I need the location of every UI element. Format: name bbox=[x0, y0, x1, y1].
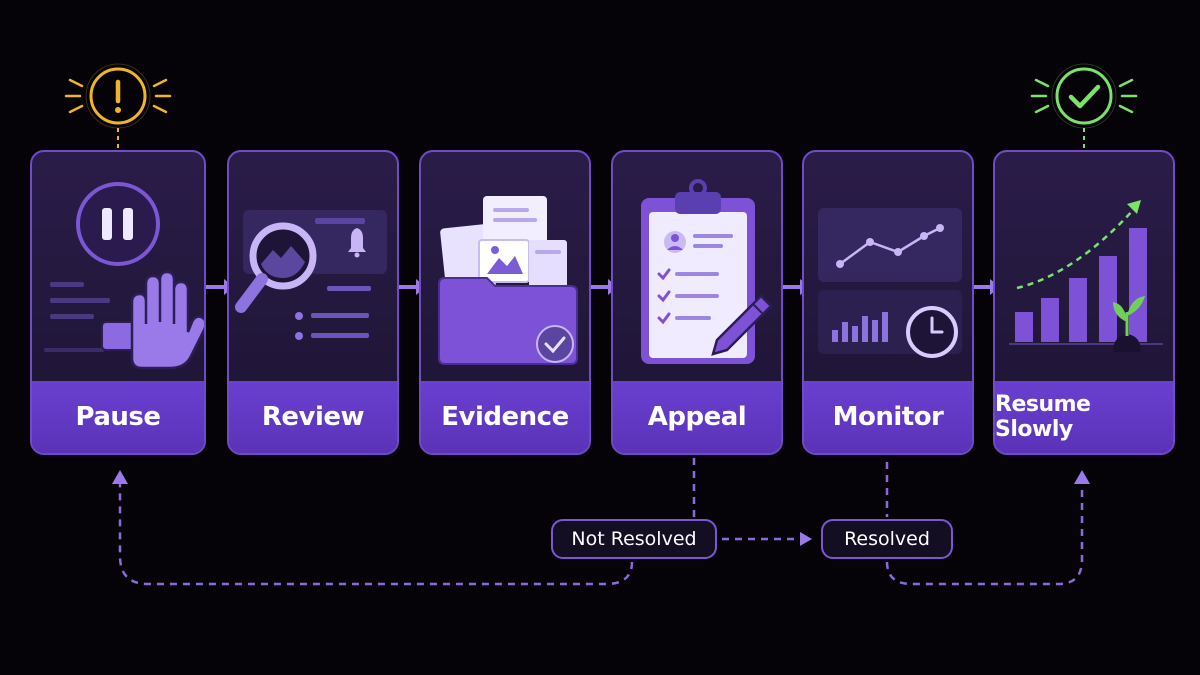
step-card-appeal: Appeal bbox=[611, 150, 783, 455]
step-card-pause: Pause bbox=[30, 150, 206, 455]
clipboard-checklist-icon bbox=[641, 179, 773, 364]
step-label-pause: Pause bbox=[32, 381, 204, 453]
outcome-not-resolved: Not Resolved bbox=[551, 519, 717, 559]
step-card-review: Review bbox=[227, 150, 399, 455]
checkmark-success-icon bbox=[1030, 63, 1138, 148]
exclamation-alert-icon bbox=[64, 63, 172, 148]
outcome-resolved: Resolved bbox=[821, 519, 953, 559]
step-label-review: Review bbox=[229, 381, 397, 453]
not-resolved-to-resolved-arrow bbox=[722, 532, 812, 546]
growth-bars-plant-icon bbox=[1009, 200, 1163, 352]
magnifier-bell-icon bbox=[235, 210, 387, 340]
pause-hand-icon bbox=[44, 182, 204, 370]
step-card-evidence: Evidence bbox=[419, 150, 591, 455]
step-label-resume-slowly: Resume Slowly bbox=[995, 381, 1173, 453]
step-label-monitor: Monitor bbox=[804, 381, 972, 453]
folder-documents-icon bbox=[438, 196, 578, 365]
step-label-evidence: Evidence bbox=[421, 381, 589, 453]
step-card-monitor: Monitor bbox=[802, 150, 974, 455]
step-label-appeal: Appeal bbox=[613, 381, 781, 453]
step-card-resume-slowly: Resume Slowly bbox=[993, 150, 1175, 455]
dashboard-clock-icon bbox=[818, 208, 962, 358]
